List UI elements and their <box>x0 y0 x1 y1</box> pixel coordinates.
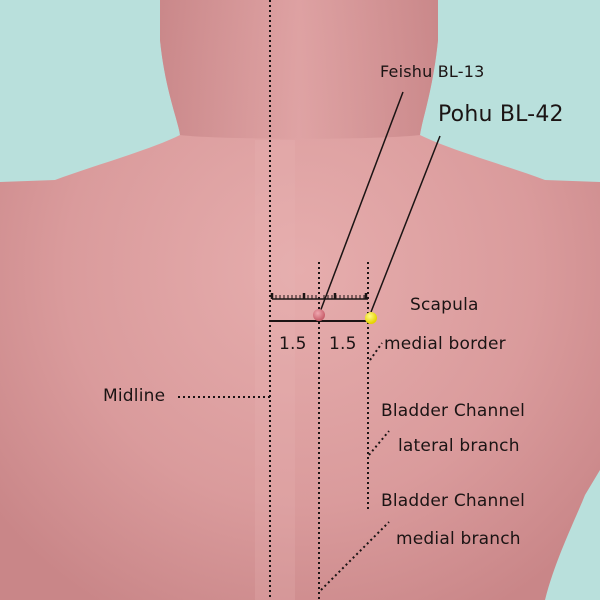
medial-branch-label-line2: medial branch <box>396 529 521 549</box>
measurement-ruler <box>270 293 368 300</box>
medial-branch-leader <box>320 521 390 591</box>
feishu-label: Feishu BL-13 <box>380 62 485 81</box>
measurement-right: 1.5 <box>329 334 357 354</box>
scapula-label-line2: medial border <box>384 334 506 354</box>
medial-branch-label-line1: Bladder Channel <box>381 491 526 511</box>
feishu-leader-line <box>319 91 404 313</box>
scapula-leader <box>369 342 383 361</box>
lateral-branch-leader <box>368 430 390 456</box>
pohu-point[interactable] <box>365 312 377 324</box>
lateral-branch-label-line1: Bladder Channel <box>381 401 526 421</box>
measurement-left: 1.5 <box>279 334 307 354</box>
midline-label: Midline <box>103 386 166 406</box>
scapula-label-line1: Scapula <box>410 295 479 315</box>
feishu-point[interactable] <box>313 309 325 321</box>
neck-shape <box>160 0 438 139</box>
lateral-branch-label-line2: lateral branch <box>398 436 520 456</box>
pohu-leader-line <box>370 135 441 313</box>
pohu-label: Pohu BL-42 <box>438 102 564 127</box>
